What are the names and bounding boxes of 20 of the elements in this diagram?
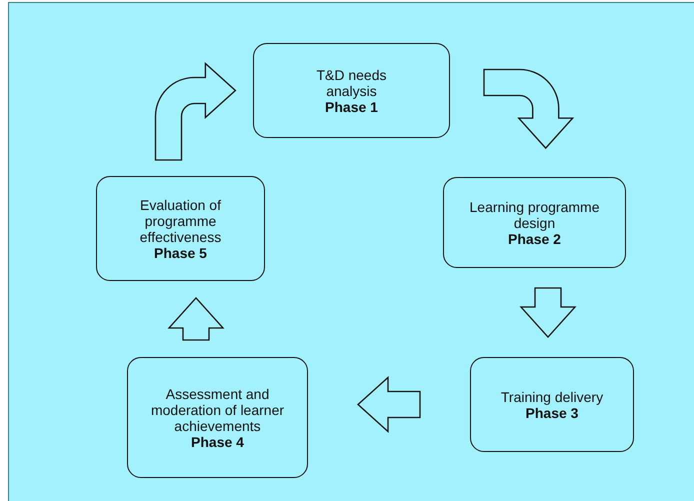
process-box [443, 177, 626, 268]
step-text: Evaluation of programme effectiveness [138, 196, 222, 244]
block-arrow [357, 376, 421, 433]
process-box [470, 357, 634, 452]
step-text: Assessment and moderation of learner achievements [150, 386, 286, 434]
process-box [96, 176, 265, 281]
block-arrow [520, 287, 576, 338]
step-text: T&D needs analysis [315, 66, 388, 98]
phase-label: Phase 4 [191, 434, 244, 450]
phase-label: Phase 2 [508, 230, 561, 246]
block-arrow [483, 68, 574, 149]
block-arrow [154, 62, 236, 161]
phase-label: Phase 5 [154, 244, 207, 260]
phase-label: Phase 1 [325, 98, 378, 114]
process-box [127, 357, 308, 478]
process-box [253, 43, 450, 138]
block-arrow [168, 297, 224, 341]
step-text: Training delivery [500, 388, 604, 404]
phase-label: Phase 3 [526, 404, 578, 420]
step-text: Learning programme design [468, 198, 600, 230]
